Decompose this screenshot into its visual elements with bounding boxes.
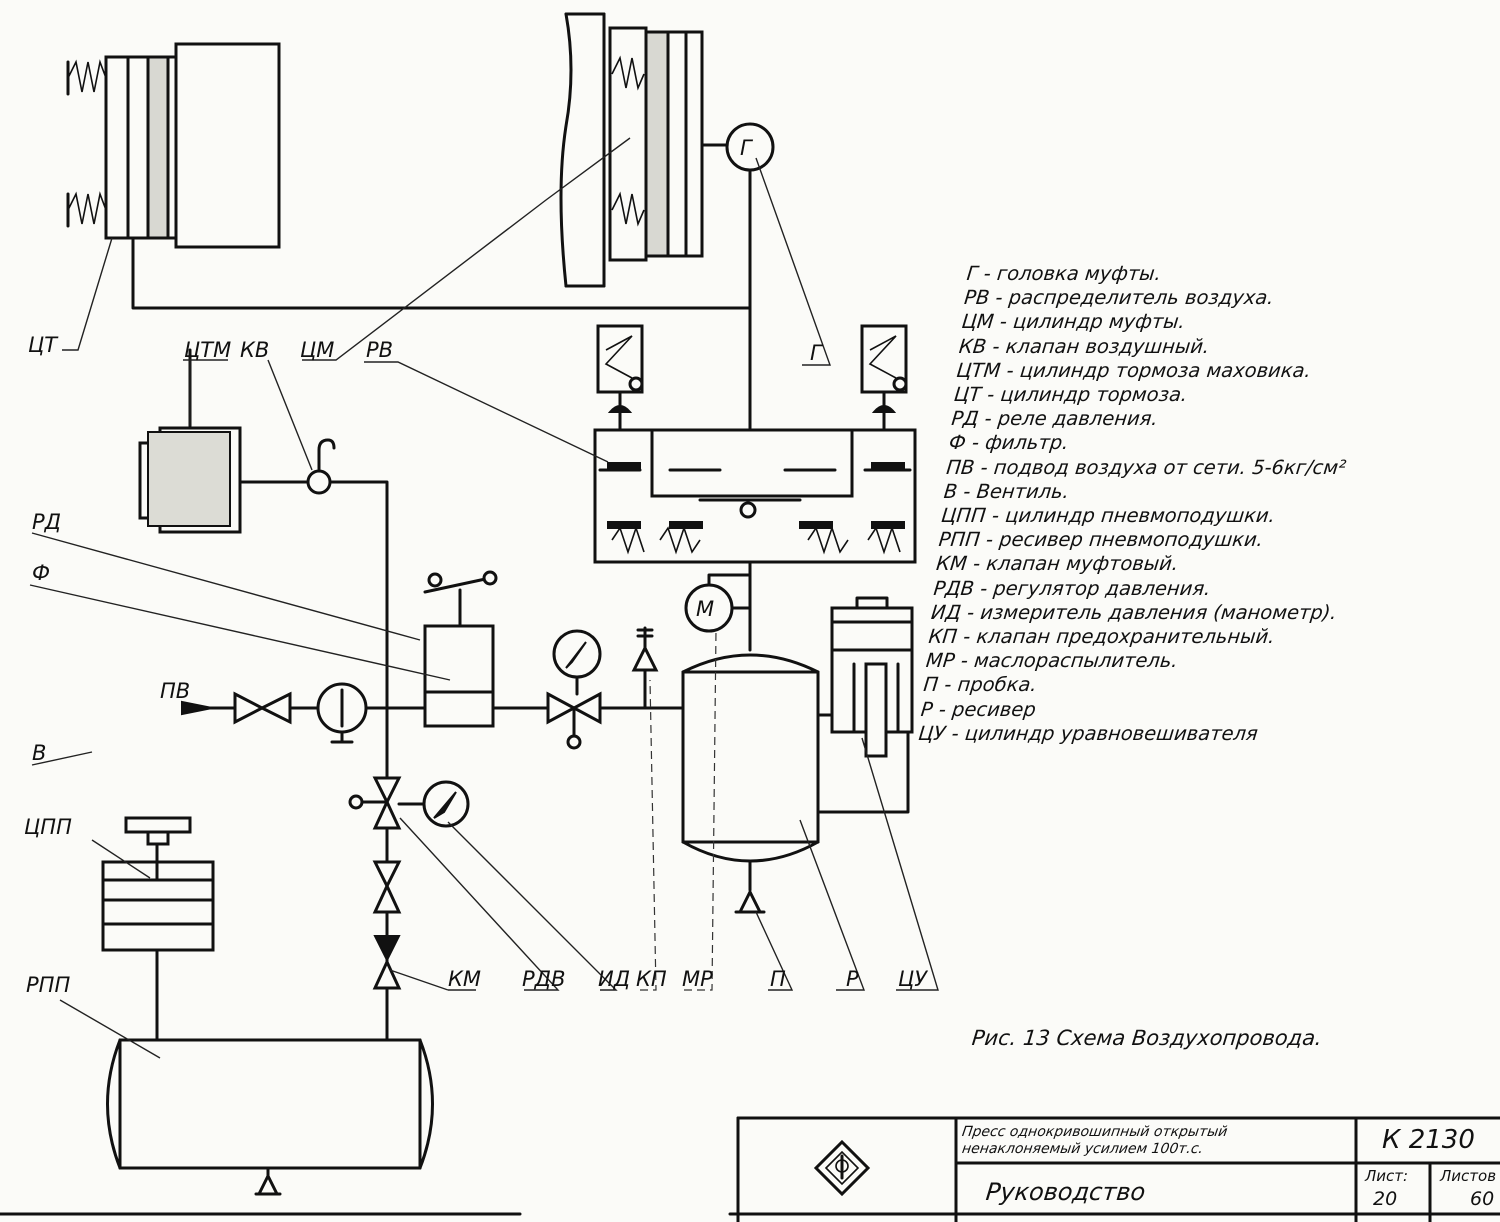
label-rd: РД: [32, 510, 61, 534]
safety-valve-kp: [631, 626, 659, 672]
title-block-document-name: Руководство: [984, 1178, 1147, 1206]
title-block-frame: [0, 1116, 1500, 1222]
legend-item: ЦУ - цилиндр уравновешивателя: [917, 721, 1260, 745]
legend-item: П - пробка.: [922, 673, 1038, 697]
legend-item: ЦТ - цилиндр тормоза.: [952, 383, 1189, 407]
filter-f: [316, 682, 368, 744]
label-rpp: РПП: [26, 973, 70, 997]
symbol-head: Г: [740, 136, 754, 160]
label-ctm: ЦТМ: [184, 338, 231, 362]
legend-item: ЦПП - цилиндр пневмоподушки.: [940, 504, 1277, 528]
legend-item: РВ - распределитель воздуха.: [963, 286, 1275, 310]
legend-item: Г - головка муфты.: [965, 262, 1163, 285]
legend-item: КВ - клапан воздушный.: [957, 334, 1211, 358]
legend-item: РД - реле давления.: [950, 407, 1159, 431]
label-g: Г: [810, 341, 824, 365]
legend-item: ИД - измеритель давления (манометр).: [929, 600, 1338, 624]
title-block-model-code: К 2130: [1382, 1125, 1475, 1155]
brake-cylinder-ct: [66, 42, 281, 249]
label-pv: ПВ: [160, 679, 190, 703]
air-distributor-rv: [593, 324, 917, 564]
flywheel-brake-cylinder-ctm: [138, 348, 242, 534]
legend-item: РДВ - регулятор давления.: [932, 576, 1212, 600]
label-cpp: ЦПП: [24, 815, 72, 839]
leader-lines: [29, 137, 939, 1059]
pressure-regulator-rdv: [546, 629, 602, 750]
clutch-head-g: [725, 122, 775, 172]
balancer-cylinder-cu: [830, 596, 914, 758]
legend-item: МР - маслораспылитель.: [924, 649, 1179, 673]
label-cm: ЦМ: [300, 338, 334, 362]
label-mr: МР: [682, 967, 713, 991]
plug-p: [734, 888, 766, 914]
air-valve-kv: [306, 438, 336, 495]
callout-labels: ЦТ ЦТМ КВ ЦМ РВ Г РД Ф ПВ В ЦПП РПП КМ Р…: [24, 136, 928, 997]
cushion-receiver-rpp: [106, 1038, 434, 1196]
legend-item: КМ - клапан муфтовый.: [935, 552, 1180, 576]
title-block-sheets-total: 60: [1470, 1188, 1495, 1210]
label-cu: ЦУ: [898, 967, 928, 991]
figure-caption: Рис. 13 Схема Воздухопровода.: [970, 1026, 1324, 1050]
title-block-product-line1: Пресс однокривошипный открытый: [960, 1124, 1229, 1140]
label-p: П: [770, 967, 786, 991]
label-v: В: [32, 741, 46, 765]
label-rv: РВ: [366, 338, 393, 362]
label-ct: ЦТ: [28, 333, 59, 357]
legend-item: КП - клапан предохранительный.: [927, 625, 1276, 649]
legend-item: ЦМ - цилиндр муфты.: [960, 310, 1187, 334]
clutch-valve-km: [348, 776, 470, 990]
title-block-sheet-number: 20: [1373, 1188, 1398, 1210]
title-block-product-line2: ненаклоняемый усилием 100т.с.: [960, 1141, 1205, 1157]
label-kv: КВ: [240, 338, 269, 362]
legend-item: Р - ресивер: [919, 697, 1038, 721]
legend-list: Г - головка муфты. РВ - распределитель в…: [917, 262, 1373, 746]
label-f: Ф: [32, 561, 50, 585]
pressure-relay-rd: [423, 570, 498, 728]
label-rdv: РДВ: [522, 967, 565, 991]
label-kp: КП: [636, 967, 667, 991]
label-r: Р: [846, 967, 859, 991]
legend-item: РПП - ресивер пневмоподушки.: [937, 528, 1265, 552]
legend-item: ПВ - подвод воздуха от сети. 5-6кг/см²: [945, 455, 1348, 479]
label-km: КМ: [448, 967, 481, 991]
legend-item: ЦТМ - цилиндр тормоза маховика.: [955, 358, 1313, 382]
symbol-oil-sprayer: М: [696, 597, 714, 621]
oil-sprayer-mr: [684, 573, 752, 633]
label-id: ИД: [598, 967, 630, 991]
clutch-cylinder-cm: [559, 12, 730, 288]
legend-item: В - Вентиль.: [942, 479, 1071, 503]
factory-logo: [813, 1139, 871, 1197]
cushion-cylinder-cpp: [101, 816, 215, 952]
legend-item: Ф - фильтр.: [947, 431, 1070, 455]
supply-valve-v: [181, 691, 292, 725]
title-block-sheet-label: Лист:: [1365, 1167, 1409, 1185]
title-block-sheets-label: Листов: [1440, 1167, 1497, 1185]
pipe-network: [131, 168, 910, 1042]
receiver-r: [681, 653, 820, 863]
